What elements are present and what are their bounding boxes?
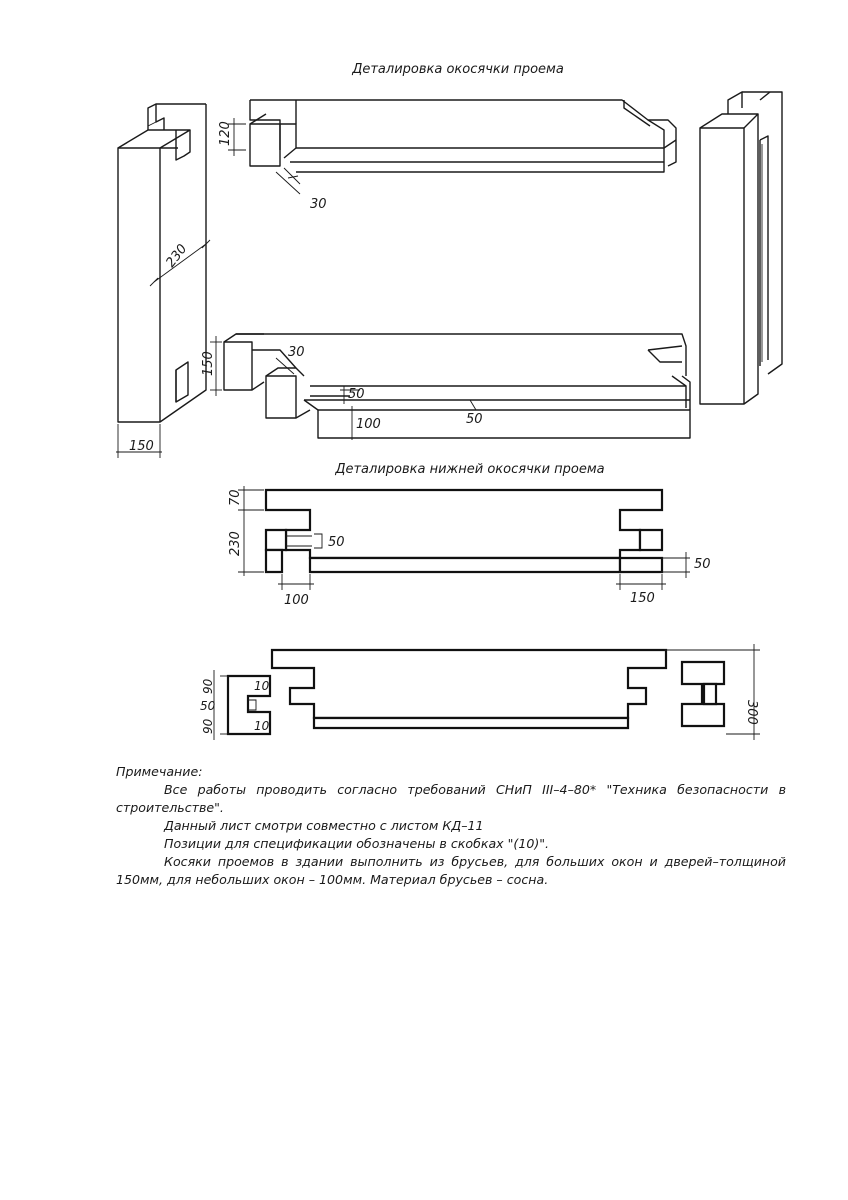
- left-jamb-post: 230 150: [116, 103, 211, 458]
- dim-90-a: 90: [201, 678, 215, 694]
- dim-150-left: 150: [129, 439, 154, 454]
- note-line-1: Все работы проводить согласно требований…: [116, 782, 786, 815]
- title-bottom: Деталировка нижней окосячки проема: [334, 462, 604, 477]
- section-view: 90 10 50 90 10 300: [200, 644, 760, 740]
- dim-50-e: 50: [200, 699, 216, 713]
- title-top: Деталировка окосячки проема: [351, 62, 564, 77]
- notes-heading: Примечание:: [116, 764, 203, 779]
- dim-50-a: 50: [348, 387, 365, 402]
- dim-30-bottom: 30: [288, 345, 305, 360]
- dim-70: 70: [228, 489, 243, 506]
- dim-90-b: 90: [201, 718, 215, 734]
- dim-50-b: 50: [466, 412, 483, 427]
- dim-230-left: 230: [163, 242, 190, 271]
- dim-50-c: 50: [328, 535, 345, 550]
- bottom-beam: 150 30 50 100 50: [201, 333, 691, 440]
- dim-10-b: 10: [254, 719, 270, 733]
- note-line-4: Косяки проемов в здании выполнить из бру…: [116, 854, 786, 887]
- dim-150-plan: 150: [630, 591, 655, 606]
- dim-100-a: 100: [356, 417, 381, 432]
- note-line-3: Позиции для спецификации обозначены в ск…: [164, 836, 550, 851]
- note-line-2: Данный лист смотри совместно с листом КД…: [164, 818, 484, 833]
- dim-50-d: 50: [694, 557, 711, 572]
- dim-30-top: 30: [310, 197, 327, 212]
- right-jamb-post: [699, 91, 783, 405]
- dim-120: 120: [218, 121, 233, 146]
- dim-10-a: 10: [254, 679, 270, 693]
- dim-100-b: 100: [284, 593, 309, 608]
- dim-150-bottom-beam: 150: [201, 351, 216, 376]
- dim-300: 300: [744, 700, 759, 725]
- dim-230-plan: 230: [228, 531, 243, 556]
- bottom-casing-plan: 70 230 50 50 100 150: [228, 486, 711, 608]
- top-beam: 120 30: [218, 99, 677, 212]
- joinery-detail-drawing: Деталировка окосячки проема Деталировка …: [116, 62, 783, 740]
- notes-block: Примечание: Все работы проводить согласн…: [116, 763, 786, 889]
